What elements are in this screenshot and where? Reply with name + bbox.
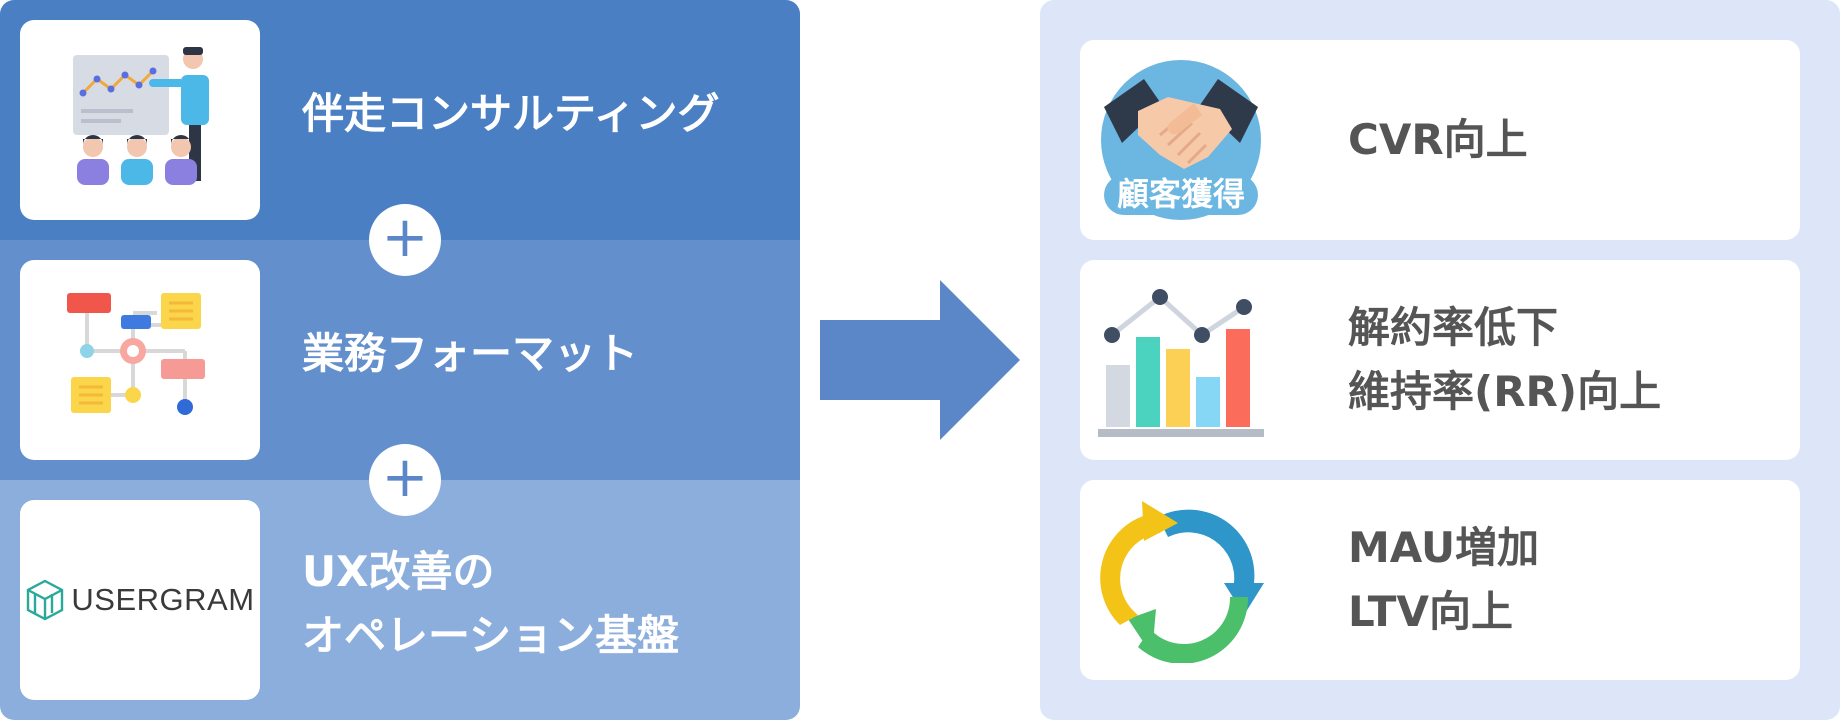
- usergram-cube-icon: [27, 579, 64, 621]
- plus-connector-1: +: [369, 204, 441, 276]
- consulting-card: [20, 20, 260, 220]
- rr-text: 維持率(RR)向上: [1348, 367, 1662, 416]
- right-panel: 顧客獲得 CVR向上 解約率低下 維持率(RR)向上 MAU増加 LTV向: [1040, 0, 1840, 720]
- growth-card: MAU増加 LTV向上: [1080, 480, 1800, 680]
- usergram-logo-text: USERGRAM: [71, 582, 255, 617]
- platform-label-line2: オペレーション基盤: [302, 611, 680, 660]
- retention-card: 解約率低下 維持率(RR)向上: [1080, 260, 1800, 460]
- presentation-team-icon: [73, 47, 209, 185]
- format-label: 業務フォーマット: [302, 329, 639, 378]
- cycle-arrows-icon: [1100, 501, 1264, 663]
- left-panel: 伴走コンサルティング 業務フォーマット: [0, 0, 800, 720]
- platform-label-line1: UX改善の: [302, 547, 495, 596]
- workflow-chart-icon: [67, 293, 205, 415]
- mau-text: MAU増加: [1348, 523, 1540, 572]
- usergram-logo: USERGRAM: [25, 579, 254, 621]
- acquisition-badge: 顧客獲得: [1117, 175, 1245, 213]
- plus-connector-2: +: [369, 444, 441, 516]
- format-card: [20, 260, 260, 460]
- churn-text: 解約率低下: [1348, 303, 1559, 352]
- ltv-text: LTV向上: [1348, 587, 1513, 636]
- handshake-icon: 顧客獲得: [1101, 60, 1261, 220]
- cvr-text: CVR向上: [1348, 115, 1528, 164]
- usergram-card: USERGRAM: [20, 500, 260, 700]
- bar-line-chart-icon: [1098, 289, 1264, 437]
- consulting-label: 伴走コンサルティング: [302, 89, 720, 138]
- right-arrow-icon: [820, 280, 1020, 440]
- acquisition-card: 顧客獲得 CVR向上: [1080, 40, 1800, 240]
